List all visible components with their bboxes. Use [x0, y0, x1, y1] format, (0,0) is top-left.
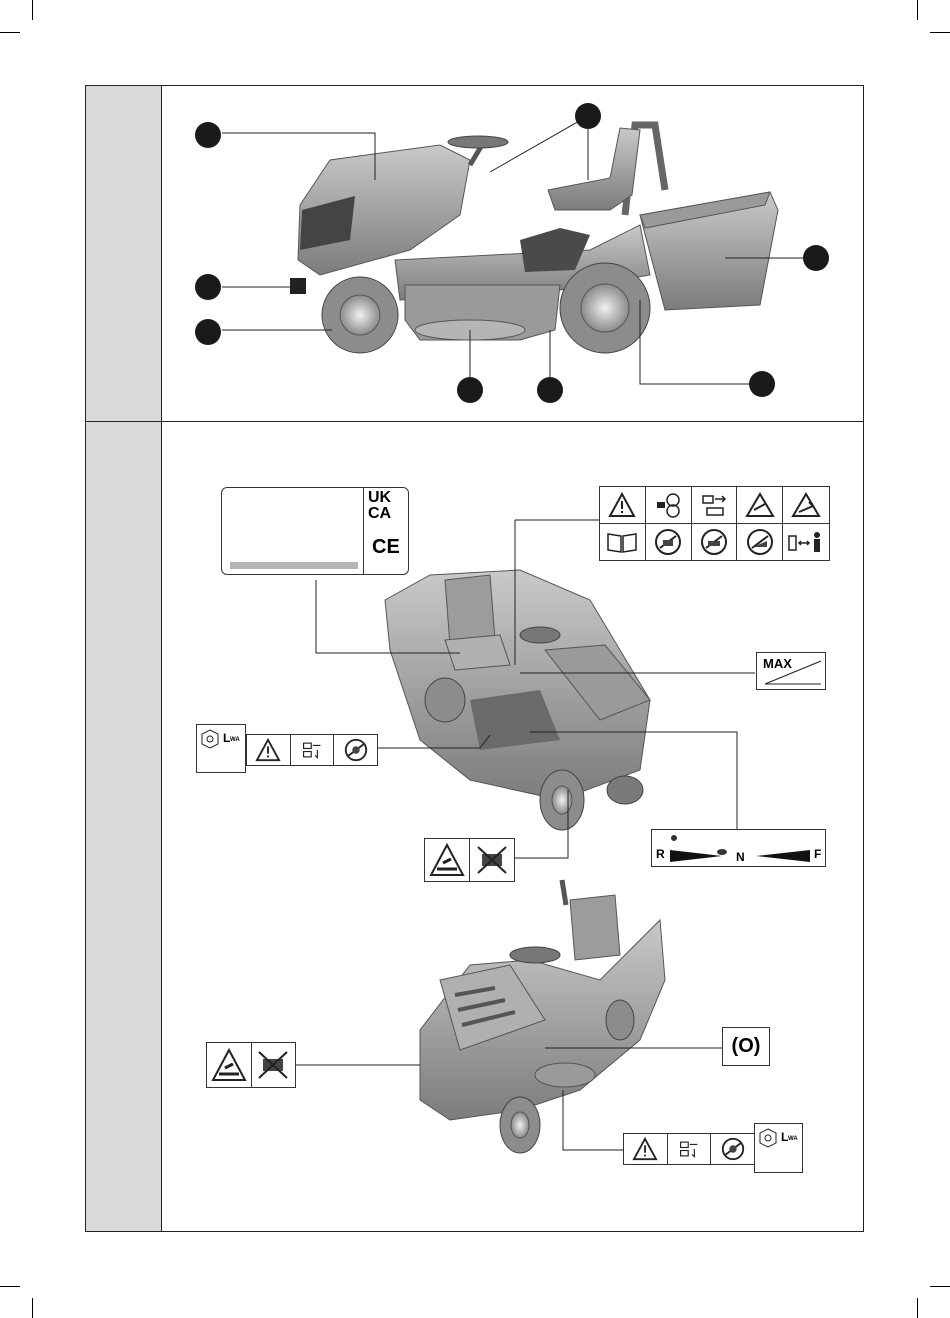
- noise-warning-label: L WA: [196, 724, 378, 774]
- noise-level-box: L WA: [196, 724, 246, 773]
- no-hands-icon: [252, 1043, 296, 1087]
- brake-symbol: (O): [732, 1035, 761, 1058]
- callout-dot: [195, 274, 221, 300]
- ukca-line1: UK: [368, 490, 408, 506]
- thrown-object-icon: [646, 487, 692, 524]
- distance-icon: [783, 524, 829, 561]
- conformity-divider: [363, 488, 364, 574]
- ukca-mark: UK CA: [368, 490, 408, 530]
- no-hands-icon: [470, 839, 514, 881]
- mower-front-three-quarter-view: [420, 880, 665, 1153]
- blade-hands-label-1: [424, 838, 515, 882]
- warning-triangle-icon: [600, 487, 646, 524]
- mower-rear-three-quarter-view: [385, 570, 650, 830]
- slope-line-icon: [757, 653, 827, 691]
- noise-level-sub: WA: [230, 737, 240, 743]
- direction-forward: F: [814, 847, 821, 861]
- callout-dot: [575, 103, 601, 129]
- blade-warning-icon: [207, 1043, 252, 1087]
- mower-side-view: [290, 125, 778, 353]
- brake-label: (O): [722, 1027, 770, 1066]
- warning-triangle-icon: [247, 735, 291, 765]
- safety-icon-grid: [599, 486, 830, 561]
- manual-icon: [600, 524, 646, 561]
- callout-dot: [537, 377, 563, 403]
- remove-key-icon: [668, 1134, 712, 1164]
- conformity-label: UK CA CE: [221, 487, 409, 575]
- warning-icons-strip: [623, 1133, 755, 1165]
- callout-dot: [457, 377, 483, 403]
- blade-hands-label-2: [206, 1042, 296, 1088]
- direction-reverse: R: [656, 847, 665, 861]
- ce-mark: CE: [372, 536, 400, 559]
- no-mowing-icon: [711, 1134, 754, 1164]
- noise-level-icon: [759, 1128, 777, 1148]
- slope-warning-icon: [737, 524, 783, 561]
- remove-key-icon: [692, 487, 738, 524]
- slope-tip-icon: [737, 487, 783, 524]
- no-passengers-icon: [692, 524, 738, 561]
- serial-bar: [230, 562, 358, 569]
- max-slope-label: MAX: [756, 652, 826, 690]
- noise-level-sub: WA: [788, 1136, 798, 1142]
- callout-dot: [195, 319, 221, 345]
- warning-triangle-icon: [624, 1134, 668, 1164]
- callout-dot: [749, 371, 775, 397]
- warning-icons-strip: [246, 734, 378, 766]
- blade-warning-icon: [425, 839, 470, 881]
- direction-neutral: N: [736, 850, 745, 864]
- noise-level-box: L WA: [754, 1123, 803, 1173]
- keep-children-away-icon: [646, 524, 692, 561]
- noise-level-icon: [201, 729, 219, 749]
- ukca-line2: CA: [368, 506, 408, 522]
- remove-key-icon: [291, 735, 335, 765]
- no-mowing-icon: [334, 735, 377, 765]
- noise-warning-label-2: L WA: [623, 1123, 803, 1173]
- callout-dot: [195, 122, 221, 148]
- callout-dot: [803, 245, 829, 271]
- direction-label: R N F: [651, 829, 826, 867]
- roll-over-icon: [783, 487, 829, 524]
